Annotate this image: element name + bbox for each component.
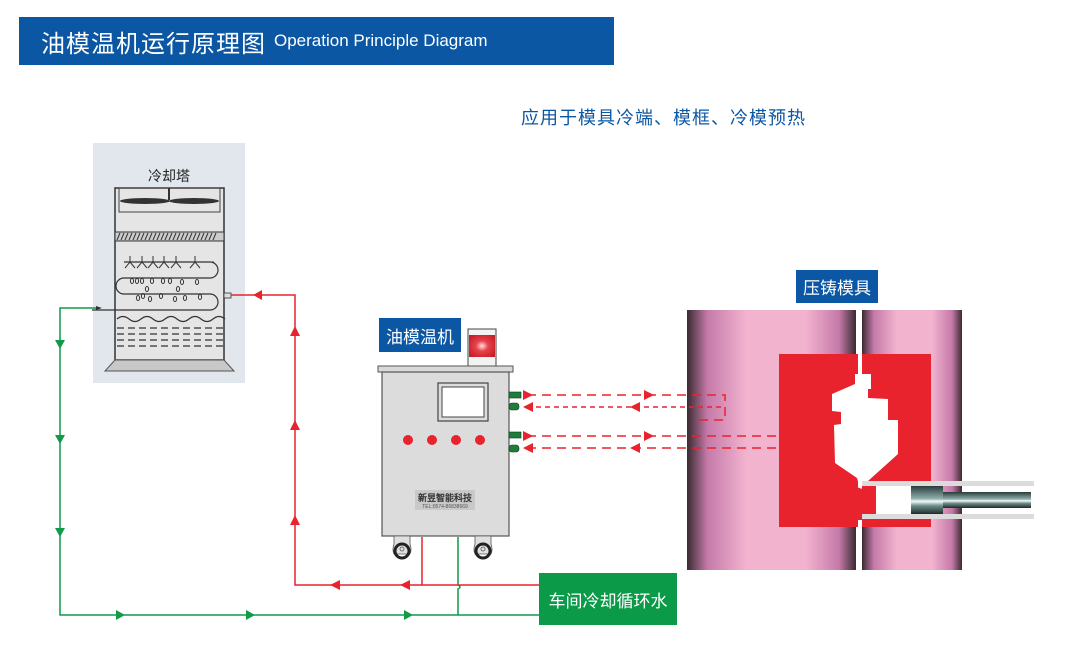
die-casting-mold-label: 压铸模具 [796, 270, 878, 303]
cooling-tower: 冷却塔 [92, 143, 245, 383]
indicator-light [427, 435, 437, 445]
indicator-light [403, 435, 413, 445]
die-casting-mold [687, 310, 1034, 570]
nameplate-brand: 新昱智能科技 [418, 492, 473, 504]
oil-circuit-lines [527, 394, 826, 463]
indicator-light [451, 435, 461, 445]
mold-cavity [832, 374, 898, 485]
mold-temperature-controller: 新昱智能科技 TEL:0574-86838669 [377, 328, 522, 560]
flow-arrow-icons [523, 390, 654, 453]
mold-temperature-controller-label: 油模温机 [379, 318, 461, 352]
indicator-light [475, 435, 485, 445]
plunger-rod [943, 492, 1031, 508]
workshop-cooling-water-label: 车间冷却循环水 [539, 573, 677, 625]
page-title-banner: 油模温机运行原理图 Operation Principle Diagram [19, 17, 614, 65]
page-title-cn: 油模温机运行原理图 [41, 29, 266, 58]
cooling-tower-label: 冷却塔 [148, 169, 190, 185]
hot-water-return-line [231, 294, 540, 586]
page-title-en: Operation Principle Diagram [274, 31, 488, 50]
fan-icon [120, 198, 170, 204]
water-droplet-icons [129, 278, 203, 302]
flow-arrow-icons [55, 340, 413, 620]
caster-wheel-icon [392, 535, 412, 560]
oil-connector-icons [508, 391, 522, 453]
heat-exchanger-coil [92, 261, 219, 311]
plunger-rod [911, 486, 943, 514]
nameplate-tel: TEL:0574-86838669 [422, 504, 468, 510]
nameplate [415, 490, 475, 510]
application-subtitle: 应用于模具冷端、模框、冷模预热 [521, 108, 806, 129]
flow-arrow-icons [253, 290, 410, 590]
caster-wheel-icon [473, 535, 493, 560]
